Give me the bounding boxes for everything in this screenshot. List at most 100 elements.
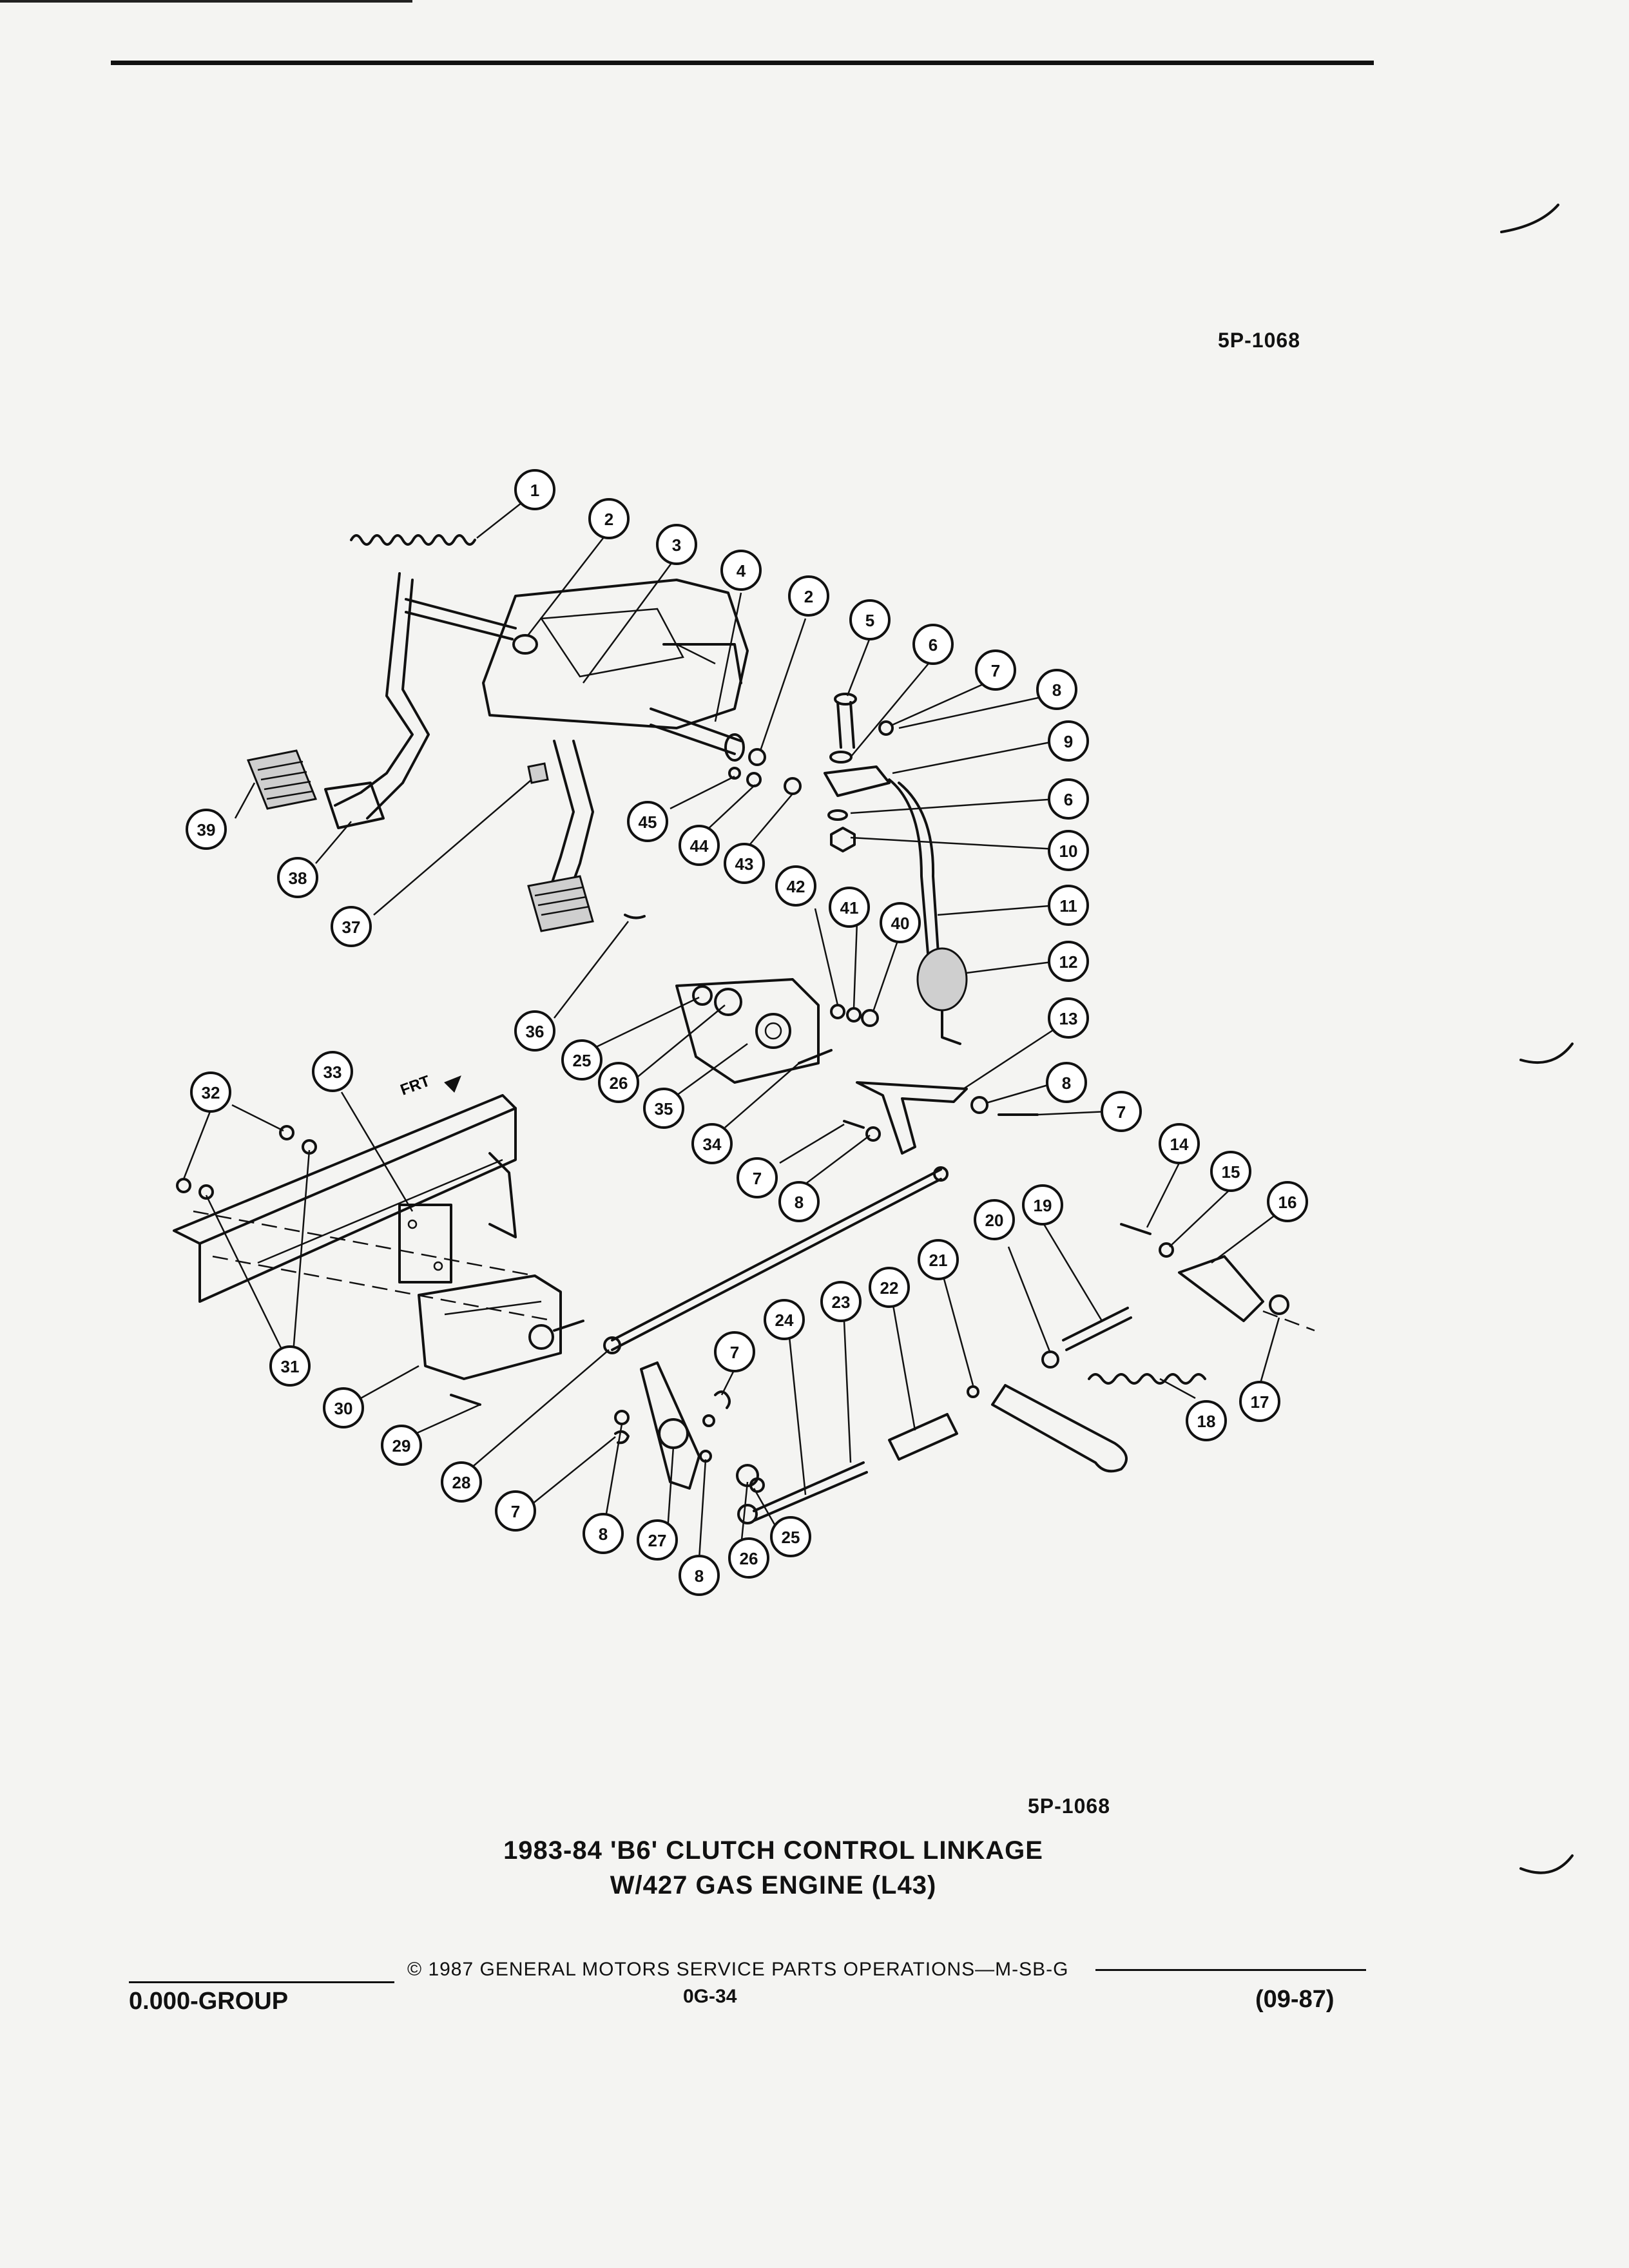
callout-26: 26 xyxy=(598,1062,639,1103)
washer-6 xyxy=(829,751,853,764)
callout-balloon xyxy=(975,649,1016,691)
callout-balloon xyxy=(583,1513,624,1554)
callout-number: 8 xyxy=(695,1566,704,1586)
callout-8: 8 xyxy=(1046,1062,1087,1103)
callout-37: 37 xyxy=(331,906,372,947)
leader-lines xyxy=(182,502,1280,1560)
callout-number: 2 xyxy=(804,587,813,606)
pin-8 xyxy=(878,720,894,736)
callout-26: 26 xyxy=(728,1537,769,1579)
callout-balloon xyxy=(627,801,668,842)
washer-17 xyxy=(1269,1294,1289,1315)
callout-number: 6 xyxy=(929,635,938,655)
callout-balloon xyxy=(1048,885,1089,926)
nut-20 xyxy=(1041,1350,1059,1369)
callout-balloon xyxy=(331,906,372,947)
callout-13: 13 xyxy=(1048,997,1089,1039)
callout-balloon xyxy=(441,1461,482,1503)
callout-balloon xyxy=(269,1345,311,1387)
callout-4: 4 xyxy=(720,550,762,591)
callout-balloon xyxy=(190,1072,231,1113)
callout-balloon xyxy=(514,469,555,510)
callout-balloon xyxy=(849,599,891,640)
clevis-cable xyxy=(824,693,968,1045)
callout-42: 42 xyxy=(775,865,816,907)
callout-32: 32 xyxy=(190,1072,231,1113)
stop-switch xyxy=(527,762,549,784)
middle-bracket xyxy=(603,914,1039,1354)
callout-balloon xyxy=(495,1490,536,1532)
callout-balloon xyxy=(775,865,816,907)
direction-label: FRT xyxy=(398,1072,432,1099)
clevis-9 xyxy=(824,765,891,797)
clutch-pedal-arm xyxy=(334,572,414,807)
callout-number: 26 xyxy=(610,1073,628,1093)
callout-18: 18 xyxy=(1186,1400,1227,1441)
pedal-assembly xyxy=(246,534,802,932)
callout-12: 12 xyxy=(1048,941,1089,982)
callout-balloon xyxy=(869,1267,910,1308)
callout-number: 34 xyxy=(703,1135,722,1154)
callout-19: 19 xyxy=(1022,1184,1063,1225)
callout-number: 4 xyxy=(737,561,746,581)
callout-11: 11 xyxy=(1048,885,1089,926)
callout-balloon xyxy=(720,550,762,591)
cotter-7 xyxy=(714,1390,731,1409)
callouts: 1234256789610111213871415161718192021222… xyxy=(186,469,1308,1596)
footer-rule-left xyxy=(129,1981,394,1983)
callout-number: 8 xyxy=(795,1193,804,1212)
callout-15: 15 xyxy=(1210,1151,1251,1192)
callout-balloon xyxy=(737,1157,778,1198)
callout-number: 23 xyxy=(832,1293,851,1312)
callout-45: 45 xyxy=(627,801,668,842)
figure-caption: 1983-84 'B6' CLUTCH CONTROL LINKAGE W/42… xyxy=(348,1833,1199,1903)
figure-ref-bottom: 5P-1068 xyxy=(1028,1794,1110,1818)
callout-number: 7 xyxy=(991,661,1000,680)
bolt-5 xyxy=(836,701,855,749)
bolt-34 xyxy=(798,1049,833,1064)
callout-number: 5 xyxy=(865,611,874,630)
bracket-35 xyxy=(675,978,820,1084)
bolt-28 xyxy=(553,1320,584,1332)
callout-number: 7 xyxy=(730,1343,739,1362)
callout-balloon xyxy=(912,624,954,665)
callout-number: 3 xyxy=(672,535,681,555)
bushing xyxy=(512,634,538,655)
callout-balloon xyxy=(323,1387,364,1428)
callout-number: 1 xyxy=(530,481,539,500)
callout-number: 25 xyxy=(782,1528,800,1547)
callout-number: 19 xyxy=(1034,1196,1052,1215)
lever-27 xyxy=(640,1361,700,1490)
washer-25 xyxy=(692,985,713,1006)
callout-3: 3 xyxy=(656,524,697,565)
callout-24: 24 xyxy=(764,1299,805,1340)
caption-line-1: 1983-84 'B6' CLUTCH CONTROL LINKAGE xyxy=(503,1836,1043,1865)
callout-6: 6 xyxy=(912,624,954,665)
footer-rule-right xyxy=(1095,1969,1366,1971)
callout-balloon xyxy=(770,1516,811,1557)
callout-36: 36 xyxy=(514,1010,555,1052)
lever-13 xyxy=(856,1081,968,1155)
pedal-bracket xyxy=(482,579,749,729)
callout-number: 7 xyxy=(753,1169,762,1188)
callout-balloon xyxy=(277,857,318,898)
callout-balloon xyxy=(691,1123,733,1164)
callout-number: 18 xyxy=(1197,1412,1216,1431)
callout-1: 1 xyxy=(514,469,555,510)
callout-44: 44 xyxy=(679,825,720,866)
callout-balloon xyxy=(1267,1181,1308,1222)
callout-number: 26 xyxy=(740,1549,758,1568)
callout-balloon xyxy=(918,1239,959,1280)
pedal-pad-rubber xyxy=(246,749,318,810)
callout-balloon xyxy=(1048,941,1089,982)
callout-8: 8 xyxy=(679,1555,720,1596)
washer-15 xyxy=(1159,1242,1174,1258)
callout-number: 9 xyxy=(1064,732,1073,751)
callout-balloon xyxy=(820,1281,862,1322)
callout-balloon xyxy=(1048,997,1089,1039)
callout-number: 29 xyxy=(392,1436,411,1456)
callout-balloon xyxy=(1036,669,1077,710)
callout-number: 12 xyxy=(1059,952,1078,972)
callout-balloon xyxy=(1048,720,1089,762)
